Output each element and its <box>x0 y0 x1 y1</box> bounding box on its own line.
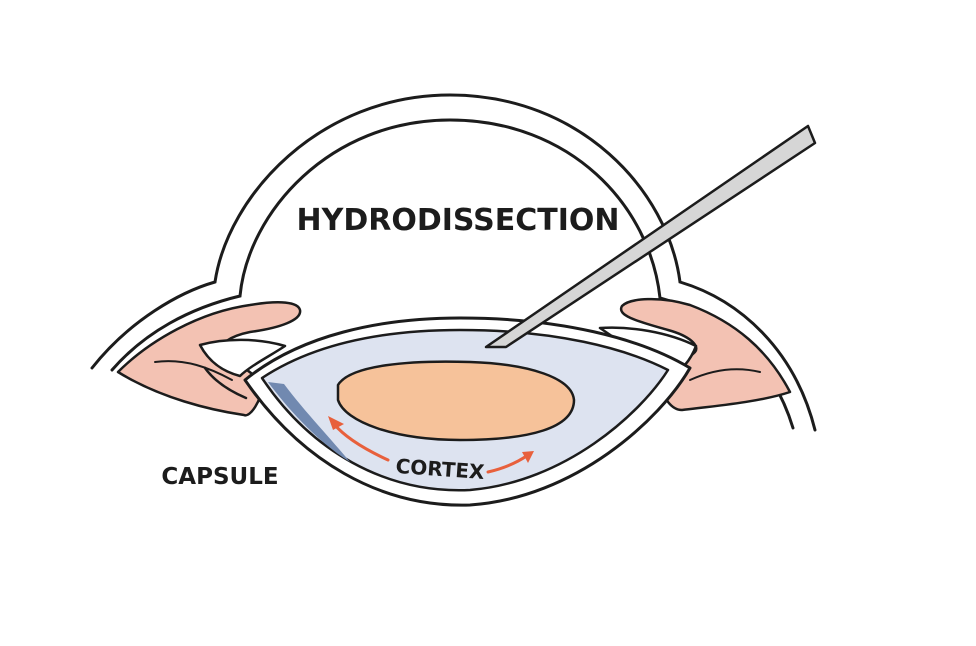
lens-nucleus <box>336 360 576 442</box>
cornea-outer <box>90 93 817 432</box>
capsule-label: CAPSULE <box>161 464 278 490</box>
fluid-wave-arrowhead-left <box>328 416 344 430</box>
capsule-flap-left <box>198 338 287 378</box>
iris-left-fold <box>154 360 233 381</box>
capsule-flap-left-lower <box>203 366 248 400</box>
diagram-title: HYDRODISSECTION <box>296 203 619 238</box>
iris-right-fold <box>689 368 761 381</box>
capsule-shadow <box>268 382 350 462</box>
hydrodissection-cannula <box>484 124 817 349</box>
fluid-wave-arrowhead-right <box>522 451 534 463</box>
